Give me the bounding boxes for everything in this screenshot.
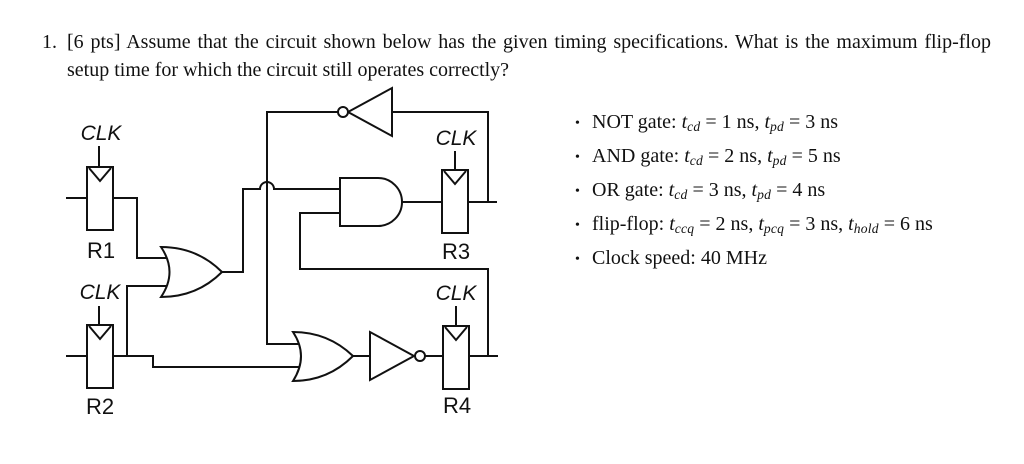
inverter-bubble: [337, 106, 349, 118]
clk-label-r2: CLK: [80, 281, 122, 304]
circuit-diagram: CLK CLK CLK CLK R1 R2 R3 R4: [66, 86, 498, 419]
wire-r3-feedback-to-not: [392, 111, 489, 202]
clk-label-r4: CLK: [436, 282, 478, 305]
register-label-r3: R3: [442, 239, 470, 264]
wire-or1-to-and-with-hop: [222, 181, 340, 273]
bullet-icon: •: [575, 184, 580, 199]
circuit-labels: CLK CLK CLK CLK R1 R2 R3 R4: [80, 122, 478, 419]
question-number: 1.: [42, 31, 57, 53]
register-label-r1: R1: [87, 238, 115, 263]
clock-edge-triangle-icon: [88, 167, 112, 183]
register-label-r4: R4: [443, 393, 471, 418]
wires: [66, 111, 498, 368]
spec-text: OR gate: tcd = 3 ns, tpd = 4 ns: [592, 179, 826, 202]
clock-edge-triangle-icon: [444, 326, 468, 342]
or-gate-shape: [291, 330, 355, 383]
flipflop-r3: [441, 169, 469, 234]
or-gate-shape: [159, 245, 224, 299]
question-text: [6 pts] Assume that the circuit shown be…: [67, 31, 991, 81]
wire-r2-to-or2: [113, 355, 305, 368]
bullet-icon: •: [575, 218, 580, 233]
flipflop-r1: [86, 166, 114, 231]
timing-specs-list: • NOT gate: tcd = 1 ns, tpd = 3 ns • AND ga…: [575, 106, 933, 276]
spec-item: • AND gate: tcd = 2 ns, tpd = 5 ns: [575, 140, 933, 174]
clk-label-r1: CLK: [81, 122, 123, 145]
flipflop-body: [86, 166, 114, 231]
spec-item: • flip-flop: tccq = 2 ns, tpcq = 3 ns, th…: [575, 208, 933, 242]
wire-r4-feedback-to-and: [299, 212, 489, 356]
bullet-icon: •: [575, 150, 580, 165]
not-gate-top: [337, 86, 393, 138]
spec-text: Clock speed: 40 MHz: [592, 247, 767, 269]
flipflop-body: [86, 324, 114, 389]
wire-not-to-or2: [266, 111, 338, 345]
flipflop-r4: [442, 325, 470, 390]
spec-item: • OR gate: tcd = 3 ns, tpd = 4 ns: [575, 174, 933, 208]
clock-edge-triangle-icon: [443, 170, 467, 186]
bullet-icon: •: [575, 116, 580, 131]
inverter-bubble: [414, 350, 426, 362]
bullet-icon: •: [575, 252, 580, 267]
register-label-r2: R2: [86, 394, 114, 419]
wire-r1-to-or1: [113, 197, 172, 259]
and-gate: [339, 177, 403, 227]
spec-item: • Clock speed: 40 MHz: [575, 242, 933, 276]
question: 1. [6 pts] Assume that the circuit shown…: [42, 28, 991, 84]
clock-edge-triangle-icon: [88, 325, 112, 341]
flipflop-body: [442, 325, 470, 390]
flipflop-body: [441, 169, 469, 234]
spec-text: flip-flop: tccq = 2 ns, tpcq = 3 ns, tho…: [592, 213, 933, 236]
wire-r2-to-or1: [126, 285, 172, 356]
not-gate-bottom: [369, 330, 426, 382]
or-gate-2: [291, 330, 355, 383]
and-gate-shape: [339, 177, 403, 227]
clk-label-r3: CLK: [436, 127, 478, 150]
spec-text: NOT gate: tcd = 1 ns, tpd = 3 ns: [592, 111, 839, 134]
spec-item: • NOT gate: tcd = 1 ns, tpd = 3 ns: [575, 106, 933, 140]
inverter-triangle: [369, 330, 417, 382]
or-gate-1: [159, 245, 224, 299]
spec-text: AND gate: tcd = 2 ns, tpd = 5 ns: [592, 145, 841, 168]
flipflop-r2: [86, 324, 114, 389]
inverter-triangle: [345, 86, 393, 138]
